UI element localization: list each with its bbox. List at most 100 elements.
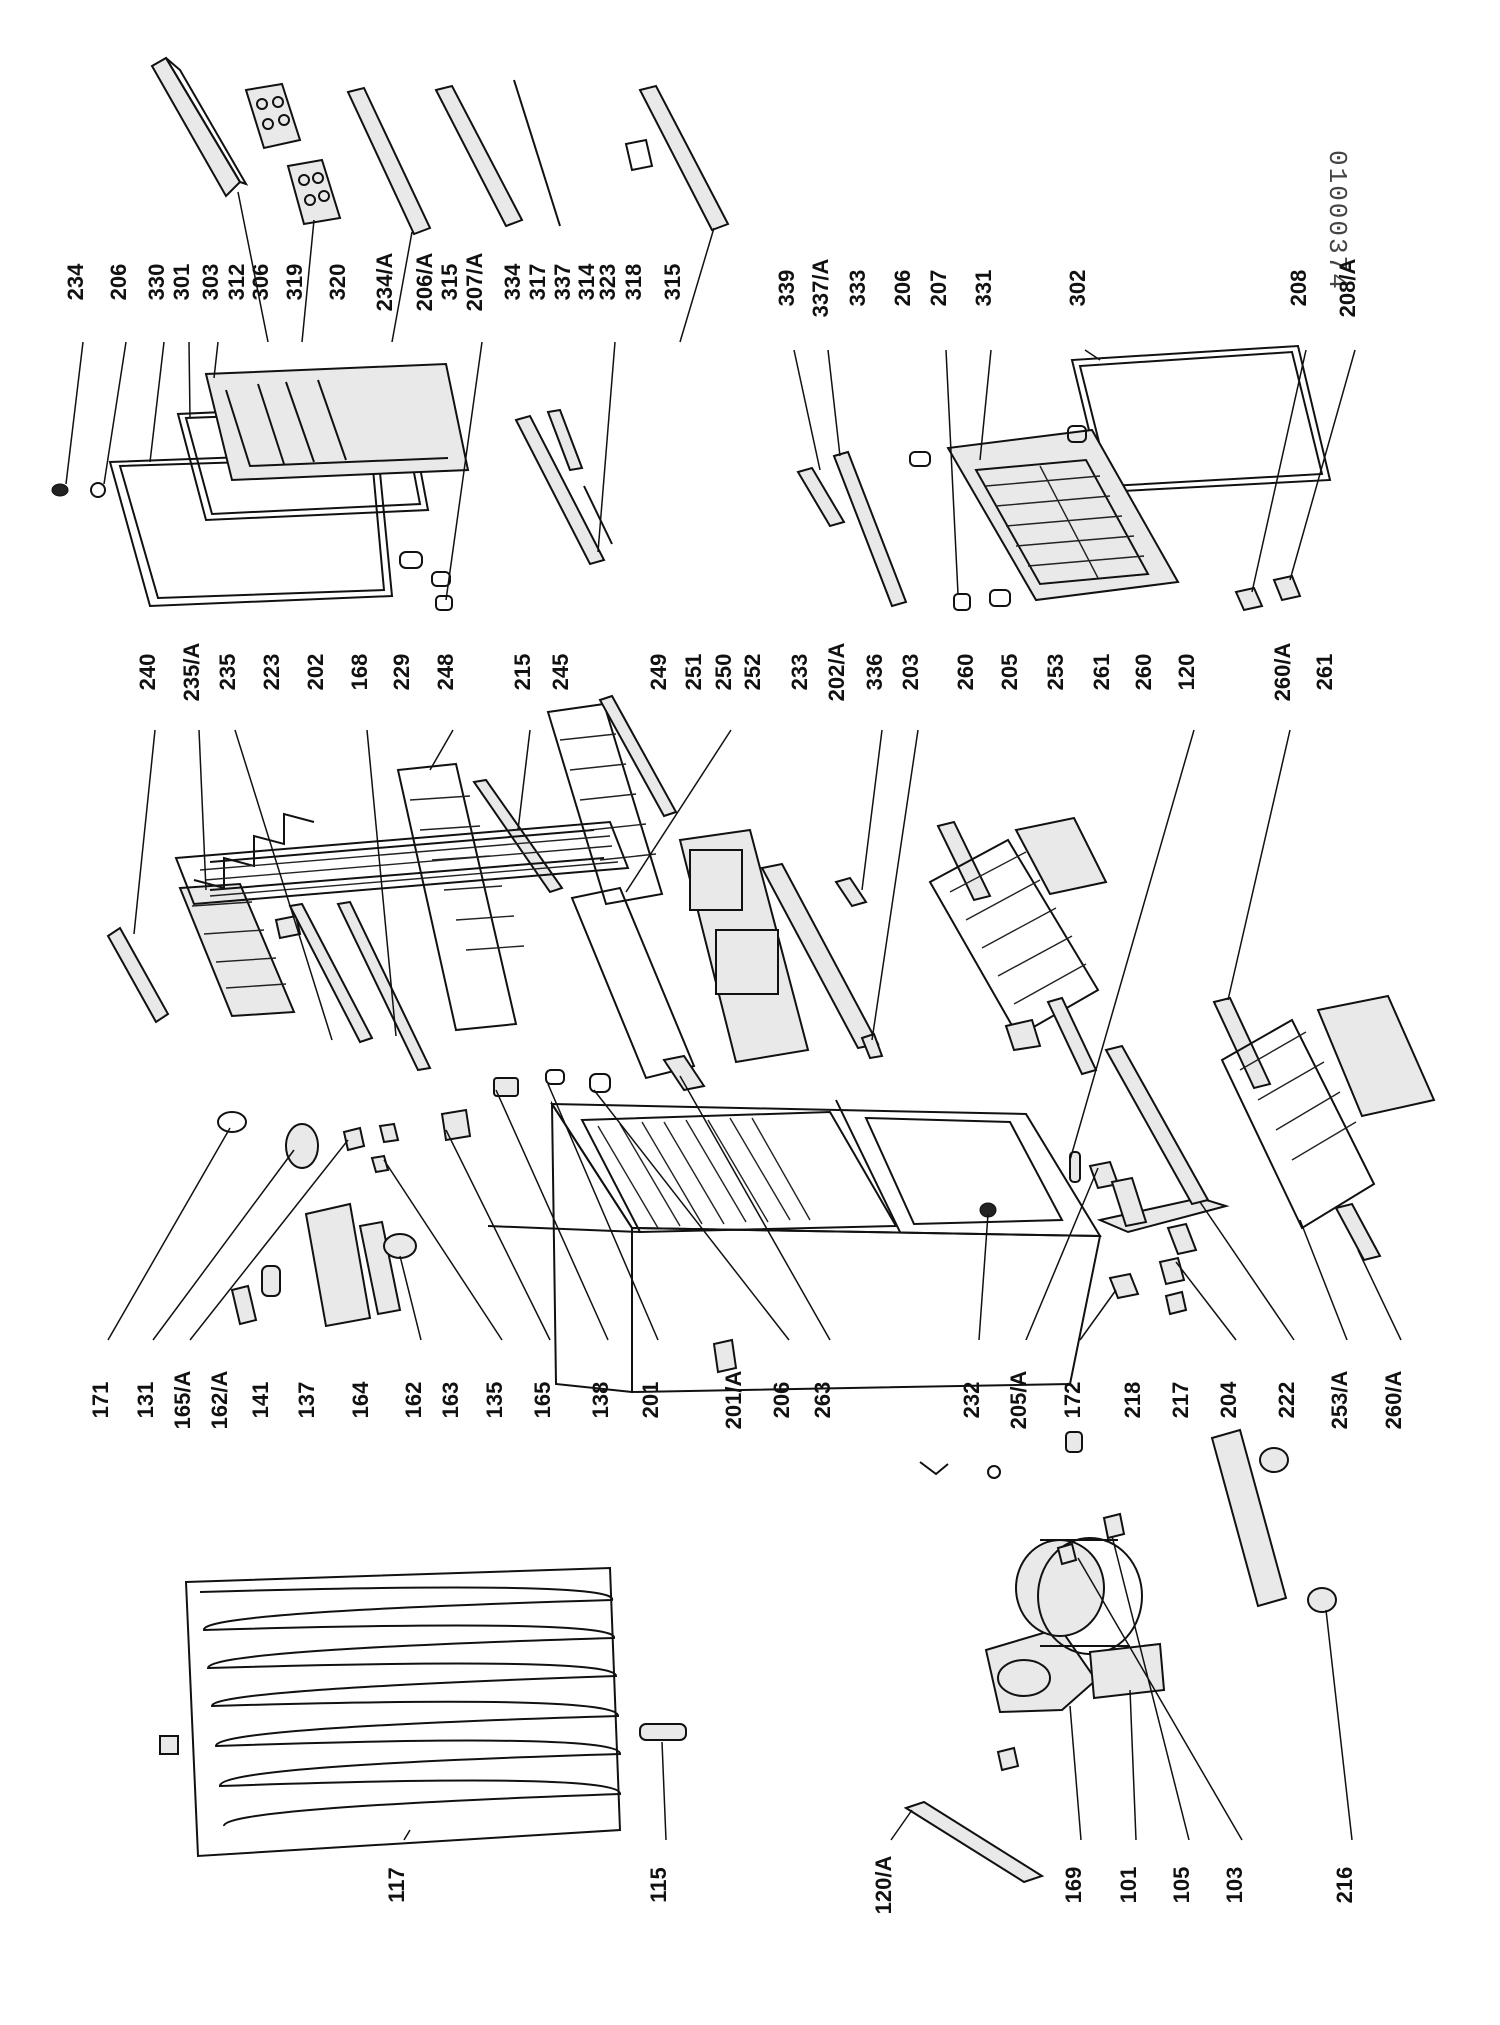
callout-label: 260 <box>1131 654 1156 691</box>
callout-label: 253/A <box>1327 1371 1352 1430</box>
callout-label: 233 <box>787 654 812 691</box>
callout-label: 162 <box>401 1382 426 1419</box>
document-id: 01000374 <box>1322 150 1352 291</box>
callout-label: 314 <box>574 263 599 300</box>
callout-label: 120/A <box>871 1856 896 1915</box>
callout-label: 207/A <box>462 253 487 312</box>
callout-label: 232 <box>959 1382 984 1419</box>
cabinet-small-parts <box>217 1044 1230 1374</box>
callout-label: 315 <box>660 264 685 301</box>
callout-label: 205/A <box>1006 1371 1031 1430</box>
callout-label: 312 <box>224 264 249 301</box>
callout-label: 137 <box>294 1382 319 1419</box>
callout-label: 215 <box>510 654 535 691</box>
callout-label: 306 <box>248 264 273 301</box>
callout-label: 223 <box>259 654 284 691</box>
callout-label: 248 <box>433 654 458 691</box>
callout-label: 216 <box>1332 1867 1357 1904</box>
callout-label: 336 <box>862 654 887 691</box>
callout-label: 260/A <box>1381 1371 1406 1430</box>
callout-label: 204 <box>1216 1381 1241 1418</box>
callout-label: 323 <box>595 264 620 301</box>
callout-label: 261 <box>1312 654 1337 691</box>
callout-label: 234 <box>63 263 88 300</box>
door-shelves <box>150 56 730 236</box>
callout-label: 103 <box>1222 1867 1247 1904</box>
callout-label: 162/A <box>207 1371 232 1430</box>
door-assembly <box>51 362 470 611</box>
callout-label: 165 <box>530 1382 555 1419</box>
callout-label: 319 <box>282 264 307 301</box>
callout-label: 206 <box>890 270 915 307</box>
callout-label: 252 <box>740 654 765 691</box>
callout-label: 138 <box>588 1382 613 1419</box>
callout-label: 117 <box>384 1867 409 1903</box>
callout-label: 330 <box>144 264 169 301</box>
callout-label: 206/A <box>412 253 437 312</box>
callout-label: 141 <box>248 1382 273 1419</box>
callout-label: 206 <box>769 1382 794 1419</box>
callout-label: 218 <box>1120 1382 1145 1419</box>
callout-label: 171 <box>88 1382 113 1419</box>
callout-label: 315 <box>437 264 462 301</box>
callout-label: 245 <box>548 654 573 691</box>
callout-label: 168 <box>347 654 372 691</box>
cabinet-body <box>487 1099 1102 1394</box>
callout-label: 261 <box>1089 654 1114 691</box>
door-lower-parts <box>514 408 613 566</box>
callout-label: 165/A <box>170 1371 195 1430</box>
callout-label: 208 <box>1286 270 1311 307</box>
callout-label: 207 <box>926 270 951 307</box>
callout-label: 303 <box>198 264 223 301</box>
callout-label: 317 <box>525 264 550 301</box>
callout-label: 105 <box>1169 1867 1194 1904</box>
callout-label: 169 <box>1061 1867 1086 1904</box>
callout-label: 240 <box>135 654 160 691</box>
callout-label: 331 <box>971 270 996 307</box>
freezer-door-assembly <box>796 344 1332 612</box>
callout-label: 235 <box>215 654 240 691</box>
callout-label: 163 <box>438 1382 463 1419</box>
callout-label: 234/A <box>372 253 397 312</box>
callout-label: 334 <box>500 263 525 300</box>
callout-label: 253 <box>1043 654 1068 691</box>
callout-label: 301 <box>169 264 194 301</box>
callout-label: 251 <box>681 654 706 691</box>
callout-label: 217 <box>1168 1382 1193 1419</box>
callout-label: 206 <box>106 264 131 301</box>
callout-label: 202/A <box>824 643 849 702</box>
leader-lines <box>65 191 1402 1841</box>
callout-label: 337 <box>550 264 575 301</box>
callout-label: 333 <box>845 270 870 307</box>
callout-label: 208/A <box>1335 259 1360 318</box>
callout-label: 229 <box>389 654 414 691</box>
callout-label: 120 <box>1174 654 1199 691</box>
callout-label: 337/A <box>808 259 833 318</box>
compressor-assembly <box>903 1428 1337 1884</box>
callout-label: 339 <box>774 270 799 307</box>
callout-label: 263 <box>810 1382 835 1419</box>
callout-label: 172 <box>1060 1382 1085 1419</box>
callout-label: 115 <box>646 1867 671 1903</box>
callout-label: 318 <box>621 264 646 301</box>
callout-label: 222 <box>1274 1382 1299 1419</box>
callout-label: 250 <box>711 654 736 691</box>
callout-label: 201 <box>638 1382 663 1419</box>
callout-label: 302 <box>1065 270 1090 307</box>
callout-label: 164 <box>348 1381 373 1418</box>
callout-label: 249 <box>646 654 671 691</box>
callout-label: 260/A <box>1270 643 1295 702</box>
callout-label: 320 <box>325 264 350 301</box>
fridge-shelves-and-crisper <box>106 694 884 1080</box>
callout-label: 203 <box>898 654 923 691</box>
callout-label: 131 <box>133 1382 158 1419</box>
callout-label: 202 <box>303 654 328 691</box>
callout-label: 101 <box>1116 1867 1141 1904</box>
callout-label: 235/A <box>179 643 204 702</box>
callout-label: 135 <box>482 1382 507 1419</box>
callout-label: 205 <box>997 654 1022 691</box>
callout-label: 201/A <box>721 1371 746 1430</box>
callout-label: 260 <box>953 654 978 691</box>
